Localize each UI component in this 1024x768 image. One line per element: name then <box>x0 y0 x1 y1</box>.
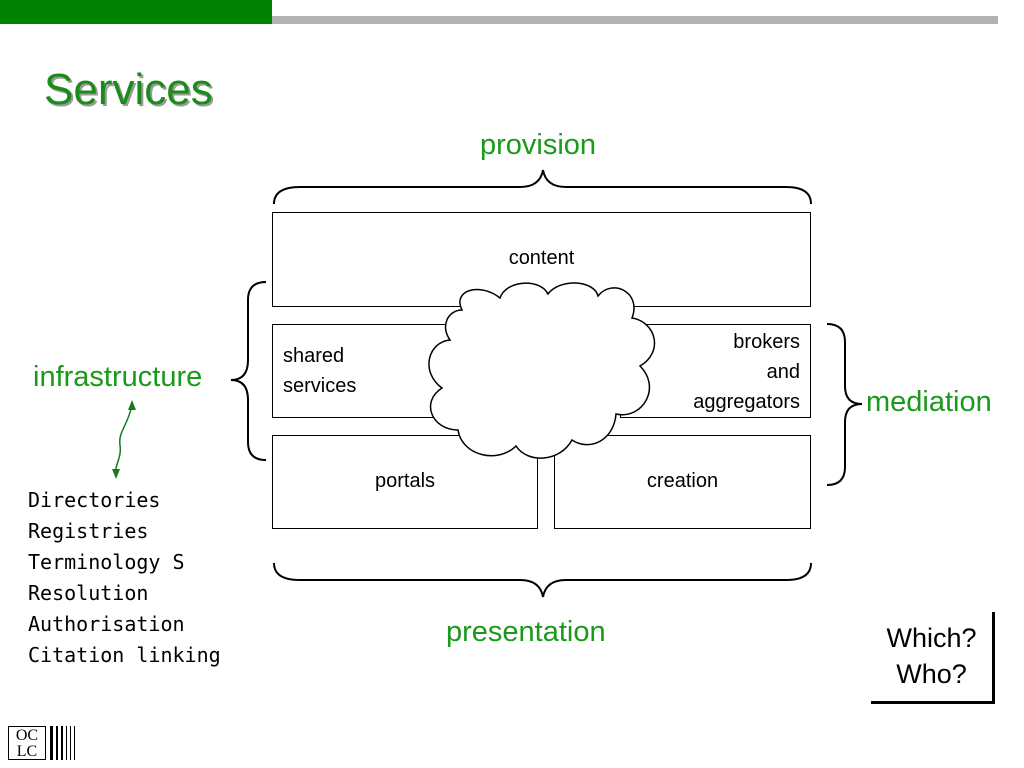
list-item: Registries <box>28 519 149 543</box>
brokers-line1: brokers <box>733 331 800 353</box>
cloud-shape <box>428 282 656 459</box>
content-box-label: content <box>508 247 575 269</box>
header-green-bar <box>0 0 272 24</box>
which-who-callout: Which? Who? <box>871 612 995 704</box>
presentation-brace <box>273 562 812 598</box>
mediation-label: mediation <box>866 386 992 418</box>
callout-line1: Which? <box>886 623 977 653</box>
brokers-aggregators-label: brokers and aggregators <box>693 327 800 417</box>
creation-label: creation <box>646 470 719 492</box>
list-item: Authorisation <box>28 612 185 636</box>
infrastructure-brace <box>230 281 267 461</box>
infrastructure-label: infrastructure <box>33 361 203 393</box>
header-grey-bar <box>272 16 998 24</box>
list-item: Citation linking <box>28 643 221 667</box>
logo-line2: LC <box>16 743 38 760</box>
presentation-label: presentation <box>446 616 606 648</box>
provision-brace <box>273 169 812 205</box>
shared-services-box: shared services <box>272 324 452 418</box>
infrastructure-arrow <box>112 400 136 479</box>
list-item: Resolution <box>28 581 149 605</box>
logo-stripes <box>50 726 78 760</box>
brokers-line3: aggregators <box>693 391 800 413</box>
shared-services-line1: shared <box>283 345 345 367</box>
creation-box: creation <box>554 435 811 529</box>
list-item: Terminology S <box>28 550 185 574</box>
brokers-line2: and <box>766 361 800 383</box>
oclc-logo: OC LC <box>8 726 46 760</box>
mediation-brace <box>826 323 863 486</box>
portals-label: portals <box>374 470 436 492</box>
shared-services-line2: services <box>283 375 357 397</box>
infrastructure-list: Directories Registries Terminology S Res… <box>28 485 221 671</box>
callout-line2: Who? <box>896 659 967 689</box>
list-item: Directories <box>28 488 161 512</box>
shared-services-label: shared services <box>283 341 356 401</box>
slide-title: Services <box>44 65 213 114</box>
provision-label: provision <box>480 129 597 161</box>
logo-line1: OC <box>15 727 39 744</box>
